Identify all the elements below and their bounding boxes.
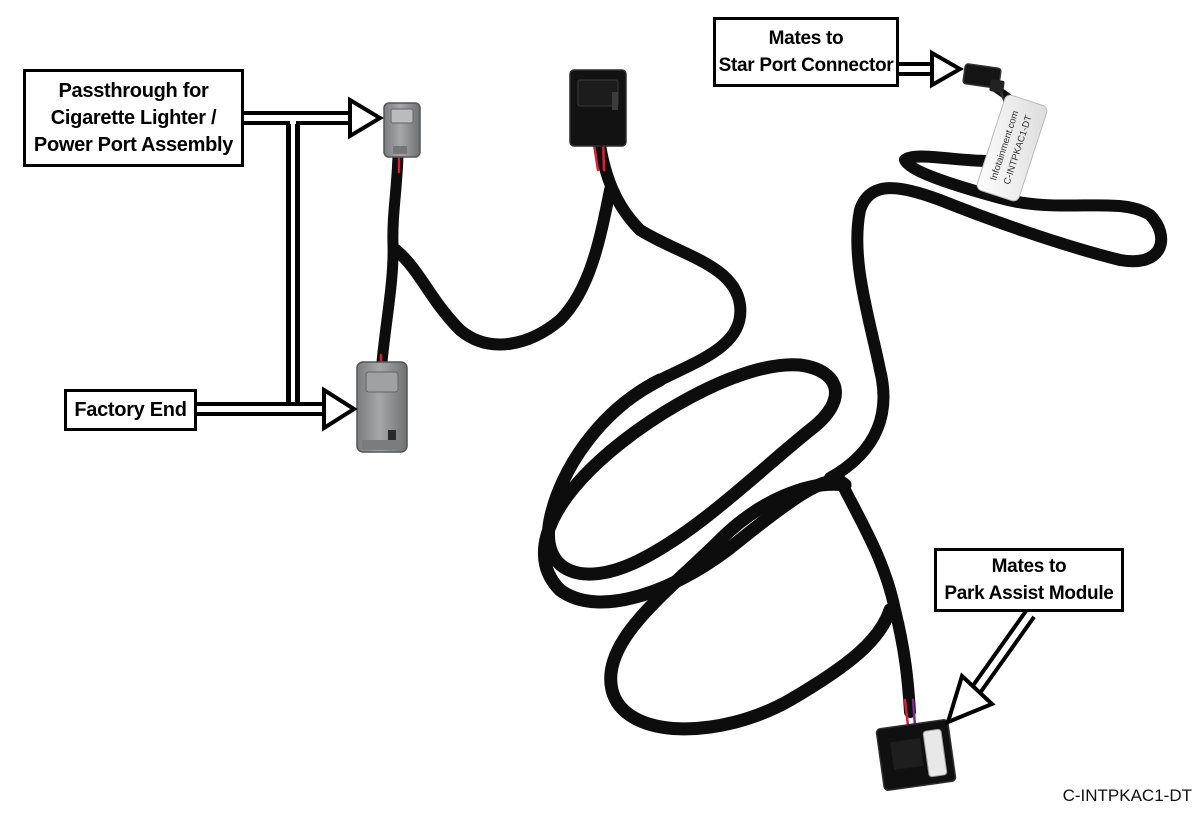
callout-passthrough: Passthrough for Cigarette Lighter / Powe… bbox=[23, 69, 244, 167]
park-assist-connector bbox=[875, 719, 957, 791]
cable-label-tag: Infotainment.com C-INTPKAC1-DT bbox=[976, 94, 1048, 202]
cable-harness bbox=[376, 84, 1168, 736]
cable-left-branch bbox=[390, 184, 616, 351]
callout-passthrough-line-2: Cigarette Lighter / bbox=[50, 106, 217, 129]
arrowhead-star-port bbox=[930, 49, 965, 89]
factory-end-connector bbox=[356, 361, 408, 453]
callout-park-assist-line-2: Park Assist Module bbox=[944, 583, 1114, 604]
callout-star-port: Mates to Star Port Connector bbox=[713, 17, 899, 87]
callout-passthrough-line-3: Power Port Assembly bbox=[33, 133, 234, 156]
arrow-passthrough bbox=[244, 111, 352, 410]
callout-arrows bbox=[197, 49, 1036, 726]
wire-stubs bbox=[379, 88, 1008, 728]
passthrough-connector bbox=[383, 102, 421, 158]
arrowhead-park-assist bbox=[944, 672, 996, 726]
callout-star-port-line-1: Mates to bbox=[768, 28, 844, 49]
star-port-connector bbox=[962, 63, 1005, 93]
callout-star-port-line-2: Star Port Connector bbox=[718, 55, 894, 76]
callout-park-assist-line-1: Mates to bbox=[991, 556, 1067, 577]
cable-park-drop bbox=[834, 474, 916, 718]
part-number: C-INTPKAC1-DT bbox=[1062, 786, 1192, 805]
callout-factory-end-label: Factory End bbox=[74, 398, 187, 421]
callout-passthrough-line-1: Passthrough for bbox=[58, 79, 209, 102]
arrowhead-passthrough bbox=[348, 96, 384, 140]
callout-park-assist: Mates to Park Assist Module bbox=[934, 548, 1124, 612]
top-black-connector bbox=[569, 69, 627, 147]
arrowhead-factory-end bbox=[322, 386, 358, 432]
cable-star-rise bbox=[824, 150, 1168, 484]
callout-factory-end: Factory End bbox=[64, 389, 197, 431]
cable-left-y bbox=[376, 149, 404, 368]
cable-top-drop bbox=[594, 139, 747, 386]
cable-loop-lower bbox=[604, 477, 897, 736]
